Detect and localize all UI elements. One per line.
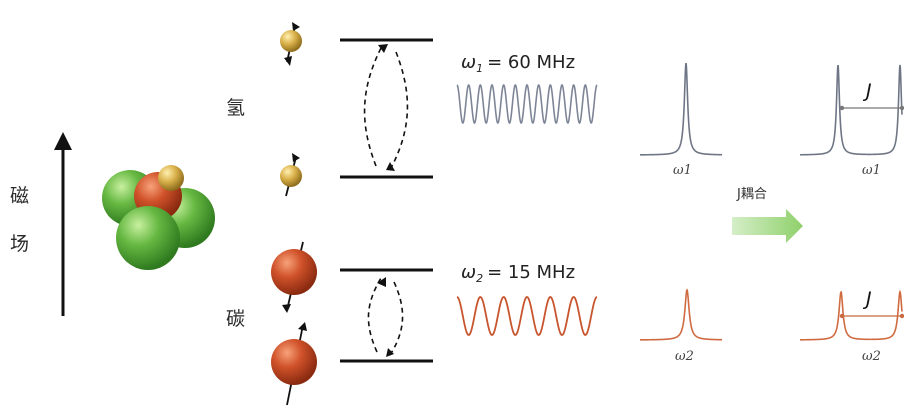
field-label-char-1: 磁: [10, 185, 29, 207]
coupling-arrow: [732, 209, 803, 243]
hydrogen-wave: [456, 83, 598, 125]
carbon-energy-levels: [340, 268, 433, 363]
hydrogen-single-label: ω1: [673, 163, 692, 178]
carbon-spin-up: [271, 241, 317, 313]
carbon-single-label: ω2: [675, 349, 694, 364]
hydrogen-split-label: ω1: [862, 163, 881, 178]
carbon-label: 碳: [226, 308, 245, 330]
carbon-spin-down: [271, 322, 317, 406]
carbon-frequency-label: ω2= 15 MHz: [461, 262, 575, 285]
molecule-model: [102, 165, 215, 270]
carbon-split-label: ω2: [862, 349, 881, 364]
carbon-single-peak: [640, 288, 723, 341]
hydrogen-single-peak: [639, 62, 723, 156]
field-label-char-2: 场: [10, 233, 29, 255]
coupling-label: J耦合: [736, 187, 767, 202]
hydrogen-split-peaks: [800, 64, 903, 156]
hydrogen-spin-up: [280, 22, 302, 66]
hydrogen-energy-levels: [340, 38, 433, 179]
hydrogen-j-bracket: [839, 105, 904, 111]
carbon-split-peaks: [800, 289, 903, 341]
hydrogen-j-label: J: [862, 80, 872, 102]
hydrogen-spin-down: [280, 153, 302, 197]
magnetic-field-arrow: [54, 132, 72, 316]
carbon-j-bracket: [839, 313, 904, 319]
carbon-j-label: J: [862, 288, 872, 310]
hydrogen-label: 氢: [226, 97, 245, 119]
hydrogen-frequency-label: ω1= 60 MHz: [461, 52, 575, 75]
carbon-wave: [456, 296, 598, 336]
